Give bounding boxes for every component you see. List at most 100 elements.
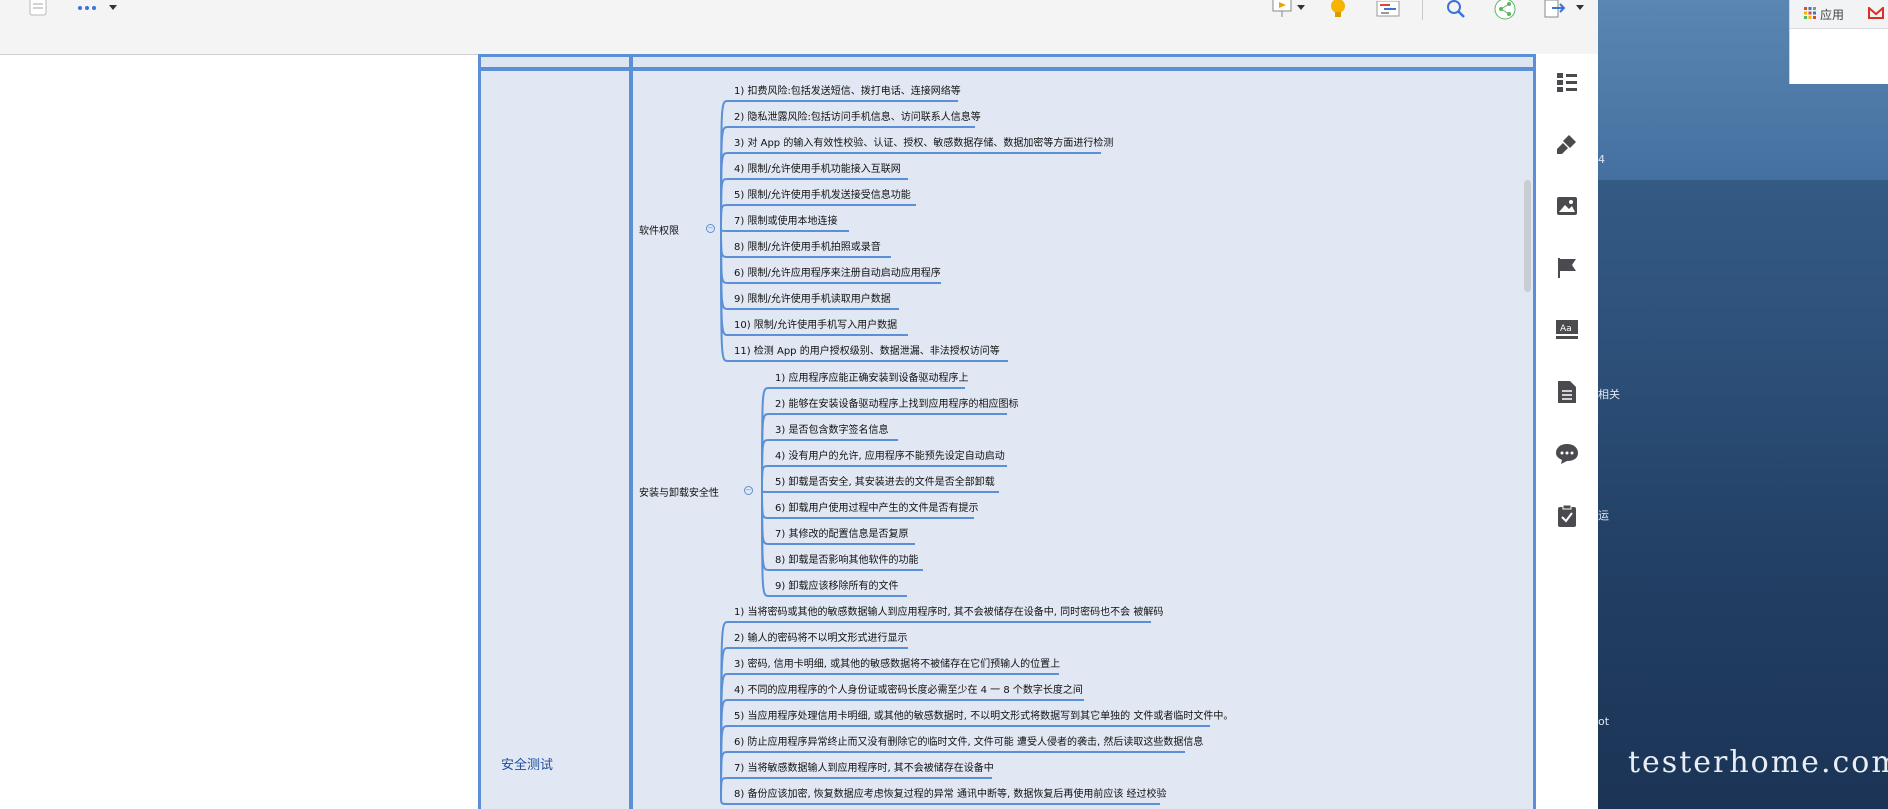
subtopic-item[interactable]: 4) 不同的应用程序的个人身份证或密码长度必需至少在 4 一 8 个数字长度之间 [734,685,1083,696]
branch-connector [761,489,770,597]
subtopic-underline [728,777,992,779]
subtopic-underline [728,673,1059,675]
collapse-toggle-icon[interactable]: − [706,224,715,233]
subtopic-item[interactable]: 2) 隐私泄露风险:包括访问手机信息、访问联系人信息等 [734,112,981,123]
subtopic-underline [728,334,908,336]
branch-connector [720,204,729,229]
subtopic-underline [728,178,908,180]
subtopic-item[interactable]: 8) 卸载是否影响其他软件的功能 [775,555,919,566]
search-icon[interactable] [1445,0,1467,20]
subtopic-underline [728,699,1084,701]
subtopic-underline [728,308,899,310]
mindmap-canvas[interactable]: 安全测试 软件权限 − 1) 扣费风险:包括发送短信、拨打电话、连接网络等 2) 隐私… [478,54,1536,809]
branch-connector [720,796,729,805]
subtopic-underline [728,100,958,102]
subtopic-item[interactable]: 3) 密码, 信用卡明细, 或其他的敏感数据将不被储存在它们预输人的位置上 [734,659,1061,670]
presentation-icon[interactable] [1270,0,1294,20]
collapse-toggle-icon[interactable]: − [744,486,753,495]
browser-bookmarks-bar: 应用 [1790,0,1888,29]
desktop-wallpaper: 应用 4 相关 运 ot testerhome.com [1598,0,1888,809]
canvas-header-band [481,57,1533,71]
share-icon[interactable] [1494,0,1516,20]
subtopic-item[interactable]: 6) 防止应用程序异常终止而又没有删除它的临时文件, 文件可能 遭受人侵者的袭击… [734,737,1204,748]
root-connector-line [629,57,633,809]
task-icon[interactable] [1553,502,1581,530]
subtopic-underline [728,126,975,128]
subtopic-underline [769,413,1007,415]
branch-connector [720,227,729,362]
svg-text:Aa: Aa [1560,324,1572,334]
subtopic-item[interactable]: 2) 输人的密码将不以明文形式进行显示 [734,633,908,644]
dropdown-caret-icon[interactable] [1297,2,1305,14]
branch-connector [720,178,729,229]
text-format-icon[interactable]: Aa [1553,316,1581,344]
desktop-fragment-2: 相关 [1598,388,1620,401]
subtopic-underline [728,725,1210,727]
connector-lines [720,100,770,805]
subtopic-item[interactable]: 9) 卸载应该移除所有的文件 [775,581,899,592]
subtopic-item[interactable]: 4) 限制/允许使用手机功能接入互联网 [734,164,901,175]
subtopic-item[interactable]: 1) 应用程序应能正确安装到设备驱动程序上 [775,373,969,384]
subtopic-item[interactable]: 1) 扣费风险:包括发送短信、拨打电话、连接网络等 [734,86,961,97]
branch-topic[interactable]: 软件权限 [639,226,679,237]
gmail-icon[interactable] [1868,7,1884,19]
subtopic-underline [769,465,1007,467]
desktop-fragment-1: 4 [1598,153,1605,166]
subtopic-item[interactable]: 3) 是否包含数字签名信息 [775,425,889,436]
subtopic-underline [728,360,1008,362]
branch-topic[interactable]: 安装与卸载安全性 [639,488,719,499]
export-icon[interactable] [1543,0,1567,20]
subtopic-item[interactable]: 9) 限制/允许使用手机读取用户数据 [734,294,891,305]
subtopic-item[interactable]: 6) 卸载用户使用过程中产生的文件是否有提示 [775,503,979,514]
subtopic-item[interactable]: 3) 对 App 的输入有效性校验、认证、授权、敏感数据存储、数据加密等方面进行… [734,138,1114,149]
image-icon[interactable] [1553,192,1581,220]
outline-structure-icon[interactable] [1553,68,1581,96]
branch-connector [761,465,770,491]
subtopic-item[interactable]: 7) 其修改的配置信息是否复原 [775,529,909,540]
root-topic[interactable]: 安全测试 [501,758,554,773]
subtopic-item[interactable]: 10) 限制/允许使用手机写入用户数据 [734,320,898,331]
subtopic-underline [769,439,898,441]
subtopic-item[interactable]: 7) 当将敏感数据输人到应用程序时, 其不会被储存在设备中 [734,763,994,774]
background-browser-window: 应用 [1789,0,1888,84]
flag-icon[interactable] [1553,254,1581,282]
outline-toggle-icon[interactable] [24,0,52,18]
dropdown-caret-icon[interactable] [1576,2,1584,14]
subtopic-item[interactable]: 5) 卸载是否安全, 其安装进去的文件是否全部卸载 [775,477,995,488]
subtopic-underline [769,517,974,519]
subtopic-underline [728,152,1101,154]
desktop-fragment-4: ot [1598,715,1610,728]
more-icon[interactable] [76,0,98,16]
branch-connector [761,489,770,493]
subtopic-underline [728,204,916,206]
subtopic-item[interactable]: 5) 限制/允许使用手机发送接受信息功能 [734,190,911,201]
dropdown-caret-icon[interactable] [108,2,118,14]
subtopic-item[interactable]: 8) 备份应该加密, 恢复数据应考虑恢复过程的异常 通讯中断等, 数据恢复后再使… [734,789,1167,800]
apps-label[interactable]: 应用 [1820,8,1845,22]
subtopic-item[interactable]: 6) 限制/允许应用程序来注册自动启动应用程序 [734,268,941,279]
branch-connector [720,777,729,798]
comment-icon[interactable] [1553,440,1581,468]
subtopic-underline [728,230,849,232]
subtopic-underline [728,621,1151,623]
style-brush-icon[interactable] [1553,130,1581,158]
subtopic-item[interactable]: 1) 当将密码或其他的敏感数据输人到应用程序时, 其不会被储存在设备中, 同时密… [734,607,1164,618]
subtopic-item[interactable]: 8) 限制/允许使用手机拍照或录音 [734,242,881,253]
subtopic-item[interactable]: 2) 能够在安装设备驱动程序上找到应用程序的相应图标 [775,399,1019,410]
subtopic-item[interactable]: 11) 检测 App 的用户授权级别、数据泄漏、非法授权访问等 [734,346,1000,357]
subtopic-item[interactable]: 5) 当应用程序处理信用卡明细, 或其他的敏感数据时, 不以明文形式将数据写到其… [734,711,1234,722]
idea-icon[interactable] [1328,0,1348,20]
subtopic-underline [728,647,908,649]
note-icon[interactable] [1553,378,1581,406]
subtopic-underline [728,803,1160,805]
top-toolbar [0,0,1598,55]
subtopic-underline [728,256,891,258]
gantt-icon[interactable] [1375,0,1401,18]
watermark-text: testerhome.com [1628,745,1888,780]
apps-grid-icon[interactable] [1804,7,1816,19]
subtopic-item[interactable]: 4) 没有用户的允许, 应用程序不能预先设定自动启动 [775,451,1005,462]
subtopic-item[interactable]: 7) 限制或使用本地连接 [734,216,838,227]
subtopic-underline [769,387,965,389]
subtopic-underline [769,491,999,493]
vertical-scrollbar[interactable] [1524,180,1531,292]
